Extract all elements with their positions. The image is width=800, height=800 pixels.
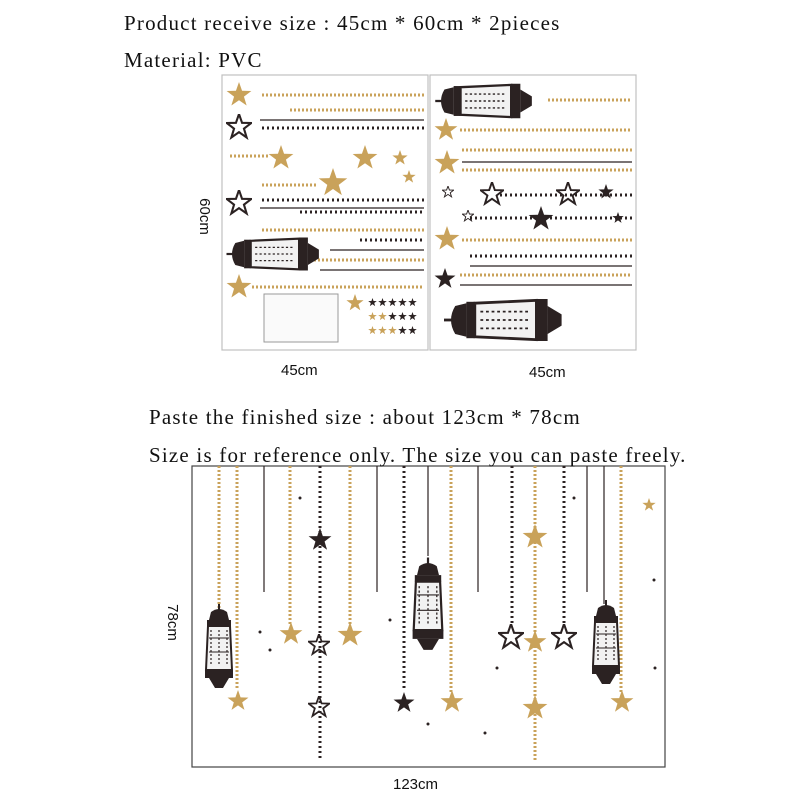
sheet-height-label: 60cm <box>195 198 213 235</box>
finished-width-label: 123cm <box>393 776 439 793</box>
reference-note-text: Size is for reference only. The size you… <box>149 443 687 467</box>
finished-height-label: 78cm <box>163 604 181 641</box>
left-sheet-width-label: 45cm <box>281 362 318 379</box>
right-sheet-width-label: 45cm <box>529 364 566 381</box>
finished-size-text: Paste the finished size : about 123cm * … <box>149 405 581 429</box>
material-text: Material: PVC <box>124 48 263 72</box>
product-size-text: Product receive size : 45cm * 60cm * 2pi… <box>124 11 561 35</box>
